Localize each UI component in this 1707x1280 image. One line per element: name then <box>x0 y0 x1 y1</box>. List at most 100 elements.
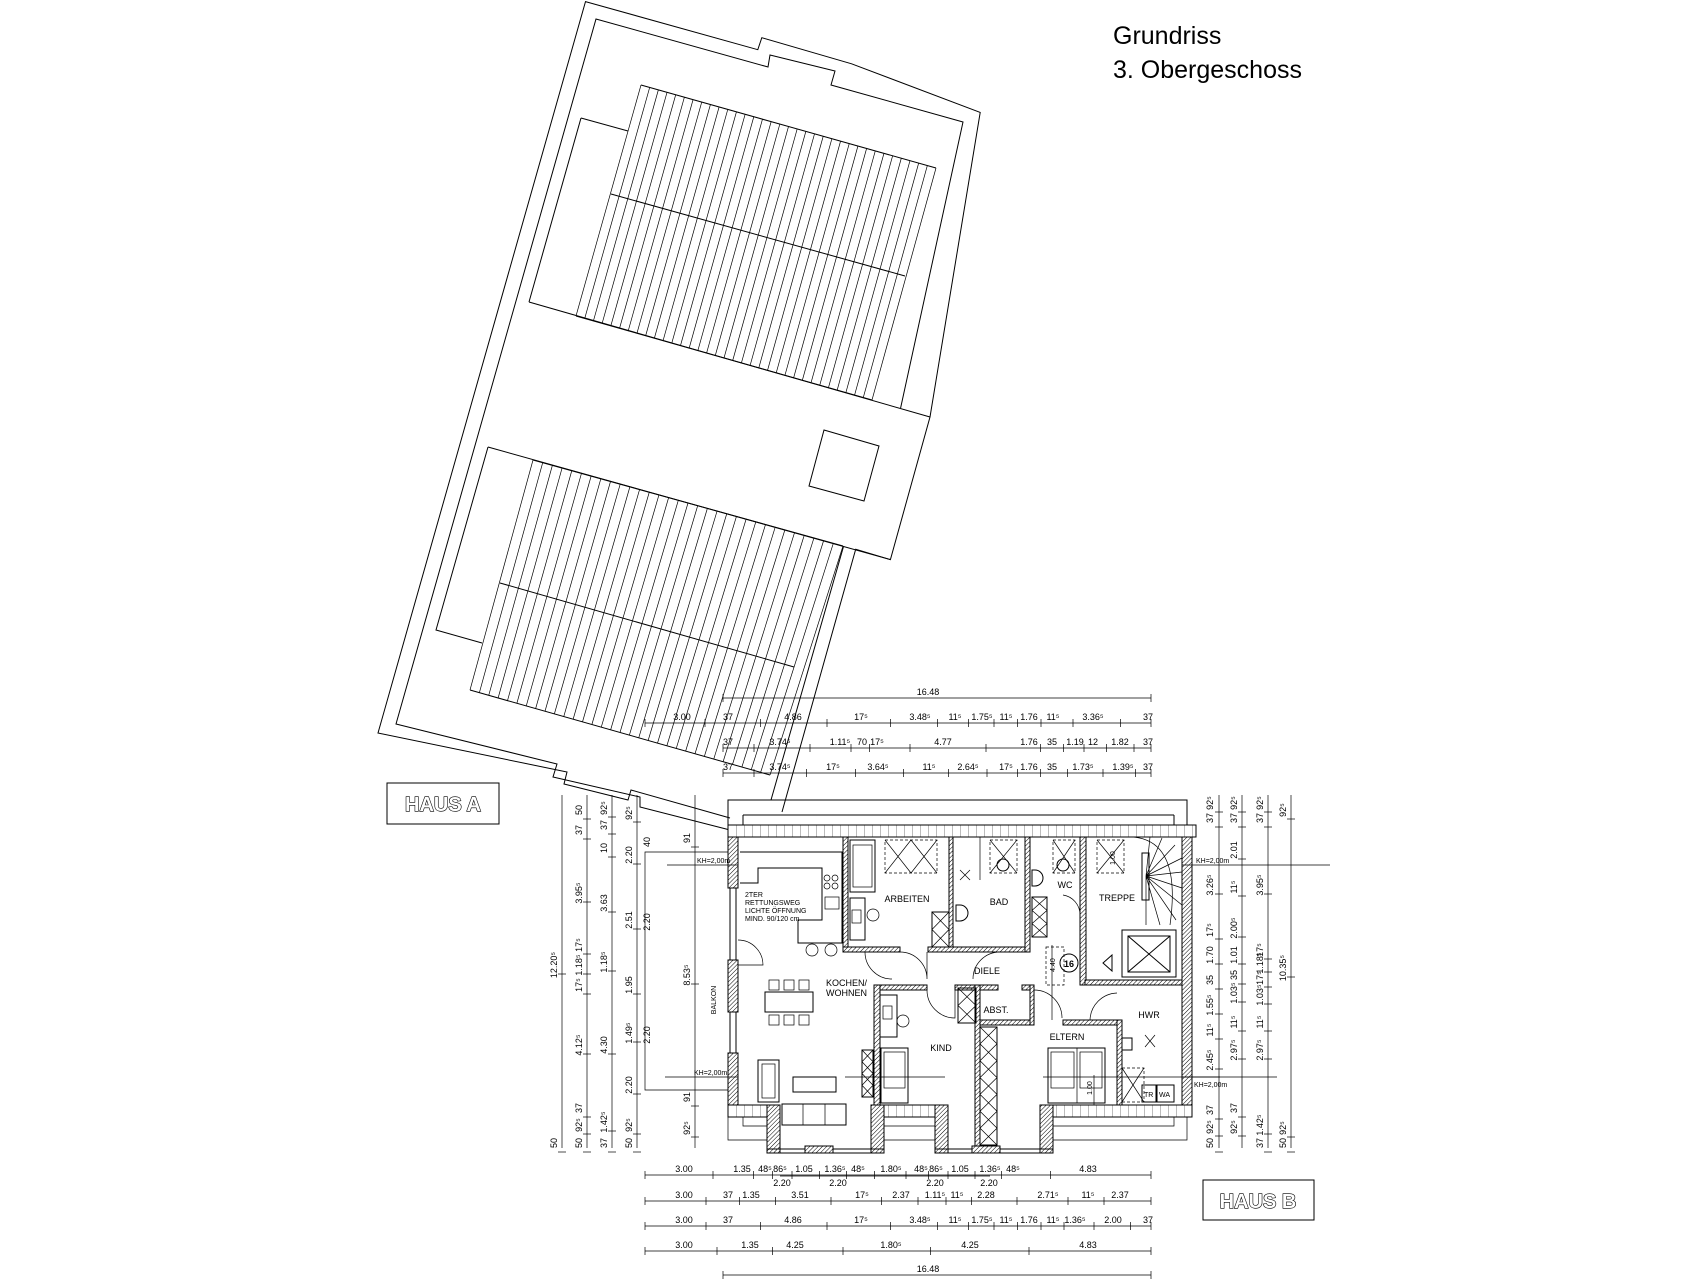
stair-tread-line <box>572 489 640 720</box>
dimension-label: 92⁵ <box>1278 1121 1288 1135</box>
dimension-label: 3.51 <box>791 1190 809 1200</box>
stair-tread-line <box>582 492 650 722</box>
stair-tread-line <box>793 145 859 378</box>
stair-tread-line <box>775 141 841 373</box>
dimension-label: 86⁵ <box>929 1164 943 1174</box>
stair-tread-line <box>810 150 876 383</box>
dimension-label: 2.01 <box>1229 841 1239 859</box>
top-balcony-strip <box>727 799 1188 826</box>
dimension-label: 1.76 <box>1020 712 1038 722</box>
dimension-label: 92⁵ <box>1205 796 1215 810</box>
dimension-label: 17⁵ <box>854 712 868 722</box>
dimension-label: 11⁵ <box>999 712 1012 722</box>
dimension-label: 48⁵ <box>758 1164 772 1174</box>
stair-tread-line <box>544 481 611 712</box>
dimension-label: 1.18⁵ <box>574 954 584 976</box>
dimension-label: 10.35⁵ <box>1278 955 1288 982</box>
dimension-label: 37 <box>723 712 733 722</box>
dimension-label: 37 <box>1143 737 1153 747</box>
dimension-label: 2.28 <box>977 1190 995 1200</box>
room-diele: DIELE <box>974 966 1000 976</box>
dimension-label: 12 <box>1088 737 1098 747</box>
haus-b-floor-plan <box>644 799 1330 1154</box>
dimension-label: 1.49⁵ <box>624 1022 634 1044</box>
dimension-label: 11⁵ <box>950 1190 963 1200</box>
hwr-furniture <box>1121 1034 1175 1103</box>
dimension-label: 1.42⁵ <box>1255 1114 1265 1136</box>
dimension-label: 92⁵ <box>1255 796 1265 810</box>
dimension-label: 3.74⁵ <box>769 762 791 772</box>
dimension-label: 17⁵ <box>1205 923 1215 937</box>
dimension-label: 11⁵ <box>1229 1015 1239 1028</box>
dimension-label: 50 <box>1278 1138 1288 1148</box>
stair-edge <box>532 459 844 547</box>
dimension-label: 1.75⁵ <box>971 712 993 722</box>
stair-tread-line <box>593 89 659 322</box>
dimension-label: 91 <box>682 1092 692 1102</box>
staircase <box>1045 836 1183 1020</box>
dimension-label: 48⁵ <box>851 1164 865 1174</box>
dimension-label: 1.75⁵ <box>971 1215 993 1225</box>
treppe-dim: 1.00 <box>1110 851 1117 865</box>
window <box>729 887 737 961</box>
dimension-label: 4.30 <box>599 1036 609 1054</box>
stair-tread-line <box>479 462 544 693</box>
stair-edge <box>640 84 937 169</box>
top-parapet-wall <box>727 824 1197 838</box>
stair-midline <box>610 193 906 277</box>
dimension-label: 1.35 <box>741 1240 759 1250</box>
dimension-label: 11⁵ <box>922 762 935 772</box>
stair-tread-line <box>627 99 694 331</box>
dimension-label: 4.86 <box>784 712 802 722</box>
room-wc: WC <box>1058 880 1073 890</box>
dimension-label: 3.00 <box>675 1215 693 1225</box>
dimension-label: 4.25 <box>786 1240 804 1250</box>
dimension-label: 50 <box>549 1138 559 1148</box>
stair-tread-line <box>662 109 729 341</box>
room-abst: ABST. <box>983 1005 1008 1015</box>
dryer-label: TR <box>1144 1092 1153 1099</box>
dimension-label: 2.20 <box>926 1178 944 1188</box>
dimension-label: 17⁵ <box>1255 971 1265 985</box>
dimension-label: 3.36⁵ <box>1082 712 1104 722</box>
dimension-label: 17⁵ <box>999 762 1013 772</box>
stair-tread-line <box>610 500 679 730</box>
dimension-label: 92⁵ <box>624 806 634 820</box>
floor-subtitle: 3. Obergeschoss <box>1113 56 1302 84</box>
dimension-label: 1.05 <box>951 1164 969 1174</box>
dimension-label: 37 <box>723 762 733 772</box>
dimension-label: 50 <box>1205 1138 1215 1148</box>
stair-tread-line <box>685 521 757 752</box>
dimension-label: 10 <box>599 843 609 853</box>
eltern-furniture <box>1043 1047 1220 1105</box>
roof-hatch-opening <box>808 429 880 502</box>
stair-tread-line <box>554 484 621 715</box>
dimension-label: 2.97⁵ <box>1229 1039 1239 1061</box>
haus-a-inner-edge <box>770 546 844 801</box>
dimension-label: 40 <box>642 837 652 847</box>
dimension-label: 3.74⁵ <box>769 737 791 747</box>
kh-left-top: KH=2,00m <box>697 858 730 865</box>
stair-tread-line <box>750 540 824 770</box>
dimension-label: 3.95⁵ <box>1255 874 1265 896</box>
stair-tread-line <box>713 529 786 760</box>
stair-tread-line <box>854 163 919 396</box>
stair-tread-line <box>469 459 534 691</box>
room-bad: BAD <box>990 897 1009 907</box>
dimension-label: 12.20⁵ <box>549 952 559 979</box>
dimension-label: 2.51 <box>624 911 634 929</box>
stair-tread-line <box>584 87 651 319</box>
dimension-label: 37 <box>1229 1103 1239 1113</box>
dimension-label: 17⁵ <box>826 762 840 772</box>
dimension-label: 37 <box>1255 813 1265 823</box>
dimension-label: 2.45⁵ <box>1205 1049 1215 1071</box>
stair-tread-line <box>619 502 689 733</box>
room-kind: KIND <box>930 1043 952 1053</box>
dimension-label: 1.73⁵ <box>1072 762 1094 772</box>
stair-tread-line <box>723 126 789 359</box>
stair-tread-line <box>671 111 737 344</box>
kitchen <box>740 851 843 957</box>
dimension-label: 37 <box>574 825 584 835</box>
stair-tread-line <box>507 470 573 701</box>
dimension-label: 1.35 <box>733 1164 751 1174</box>
